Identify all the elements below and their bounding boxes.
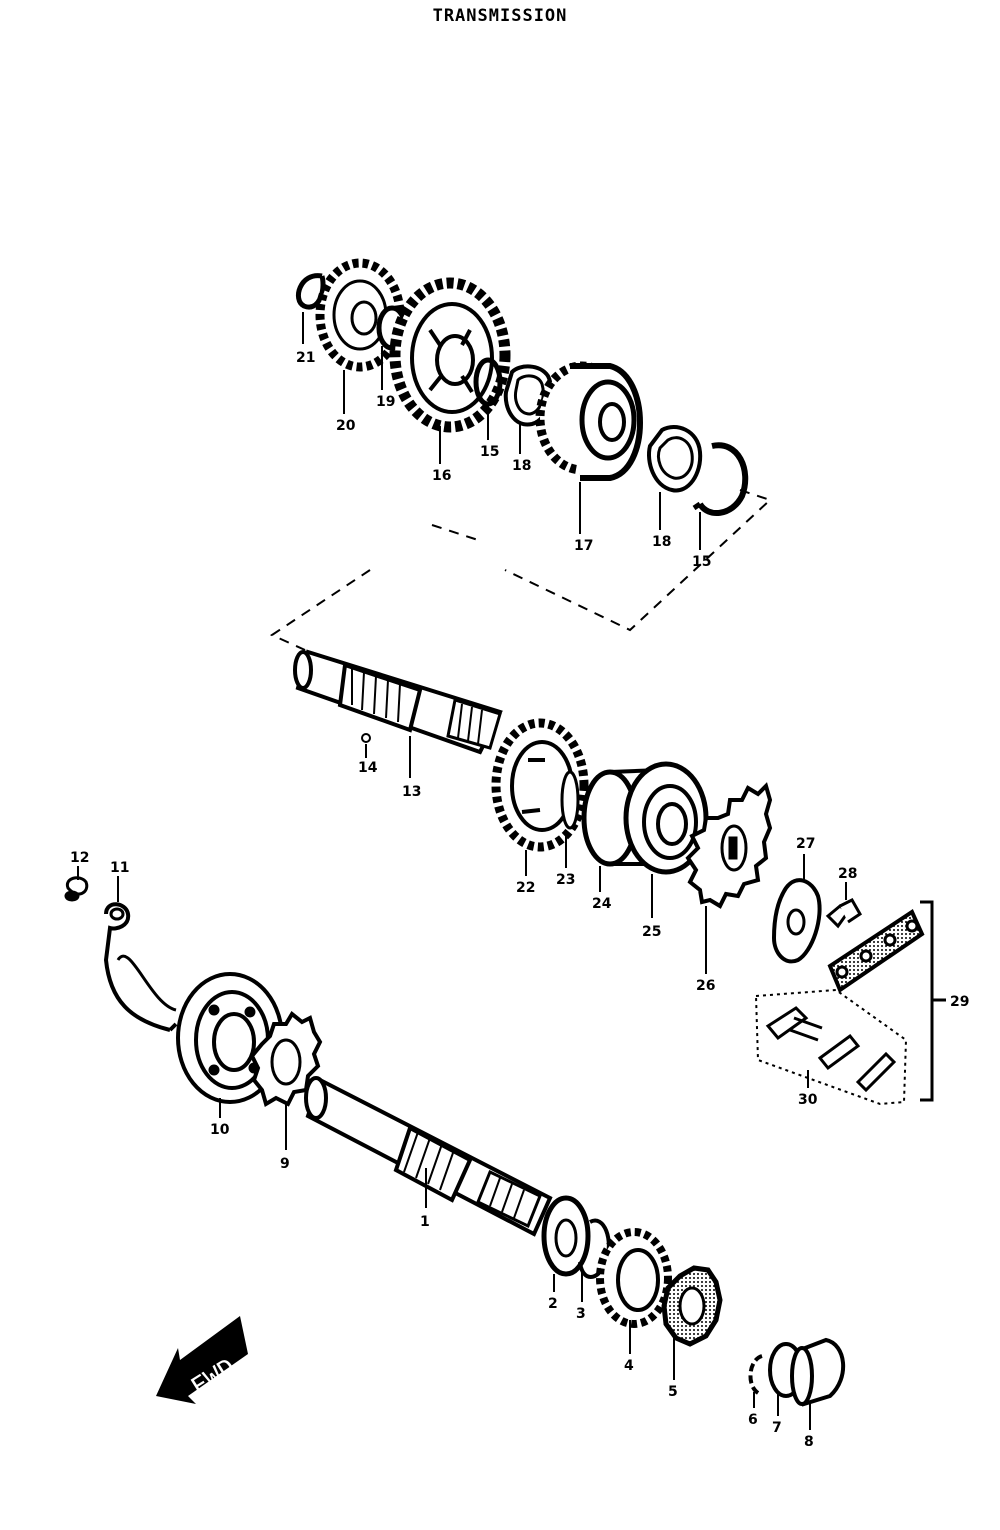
callout-numbers: 21 20 19 16 15 18 17 18 15 13 14 22 23 2… xyxy=(70,350,969,1450)
callout-15a: 15 xyxy=(480,444,499,460)
pin-14 xyxy=(361,733,371,743)
callout-14: 14 xyxy=(358,760,378,776)
callout-2: 2 xyxy=(548,1296,558,1312)
callout-10: 10 xyxy=(210,1122,230,1138)
callout-21: 21 xyxy=(296,350,315,366)
callout-8: 8 xyxy=(804,1434,814,1450)
callout-leaders xyxy=(77,312,847,1430)
callout-16: 16 xyxy=(432,468,451,484)
callout-9: 9 xyxy=(280,1156,290,1172)
callout-1: 1 xyxy=(420,1214,430,1230)
upper-gear-cluster xyxy=(295,258,749,516)
bearing-retainer-11 xyxy=(103,902,171,1032)
callout-23: 23 xyxy=(556,872,575,888)
callout-18b: 18 xyxy=(652,534,671,550)
callout-18a: 18 xyxy=(512,458,531,474)
callout-3: 3 xyxy=(576,1306,586,1322)
callout-15b: 15 xyxy=(692,554,711,570)
assembly-dash-line xyxy=(269,489,772,651)
circlip-21 xyxy=(295,273,326,310)
circlip-6 xyxy=(748,1354,763,1396)
diagram-title: TRANSMISSION xyxy=(432,6,568,26)
callout-11: 11 xyxy=(110,860,129,876)
callout-17: 17 xyxy=(574,538,593,554)
callout-13: 13 xyxy=(402,784,421,800)
callout-7: 7 xyxy=(772,1420,782,1436)
callout-5: 5 xyxy=(668,1384,678,1400)
callout-30: 30 xyxy=(798,1092,818,1108)
callout-29: 29 xyxy=(950,994,969,1010)
forward-direction-arrow: FWD xyxy=(156,1316,248,1404)
circlip-15b xyxy=(697,442,749,516)
countershaft-assembly xyxy=(293,649,862,964)
callout-27: 27 xyxy=(796,836,815,852)
callout-4: 4 xyxy=(624,1358,634,1374)
callout-28: 28 xyxy=(838,866,857,882)
callout-6: 6 xyxy=(748,1412,758,1428)
callout-26: 26 xyxy=(696,978,715,994)
master-link-30 xyxy=(754,988,908,1106)
callout-12: 12 xyxy=(70,850,89,866)
callout-22: 22 xyxy=(516,880,535,896)
callout-24: 24 xyxy=(592,896,612,912)
callout-25: 25 xyxy=(642,924,661,940)
washer-23 xyxy=(560,770,580,830)
driveshaft-assembly xyxy=(64,876,845,1407)
drive-chain-29 xyxy=(827,900,946,1102)
callout-19: 19 xyxy=(376,394,395,410)
callout-20: 20 xyxy=(336,418,356,434)
